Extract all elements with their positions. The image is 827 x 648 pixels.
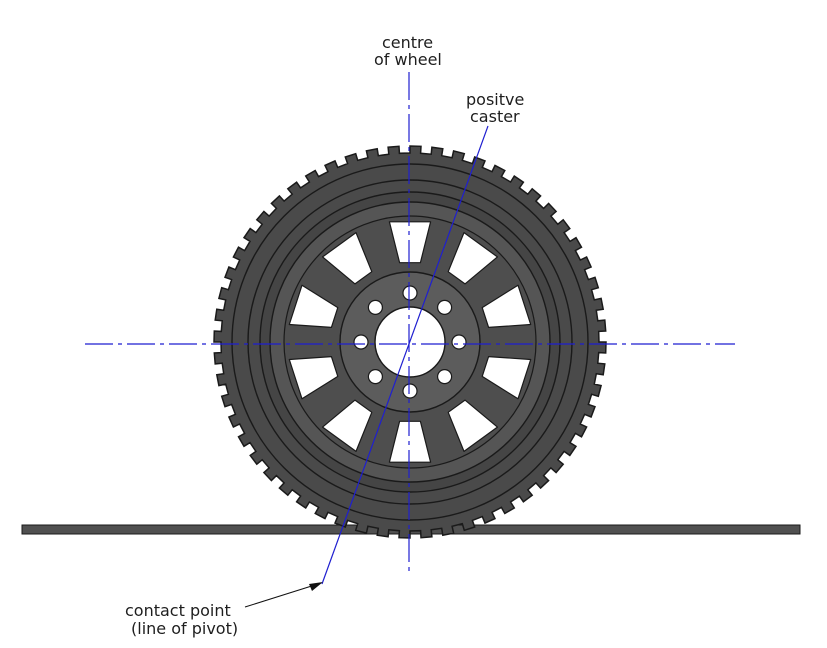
tyre-sidewall-ring-2 [247,179,573,505]
contact-point-leader [244,583,319,608]
lug-bolt-hole [367,369,383,385]
spoke-window [447,399,498,452]
rim-spoke-windows [288,221,532,463]
positive-caster-label-line2: caster [470,107,520,126]
contact-point-label-line1: contact point [125,601,231,620]
lug-bolt-hole [353,334,369,350]
centre-of-wheel-label-line2: of wheel [374,50,442,69]
spoke-window [322,399,373,452]
lug-bolt-hole [402,285,418,301]
spoke-window [322,232,373,285]
lug-bolt-hole [437,299,453,315]
positive-caster-label-line1: positve [466,90,524,109]
tyre-sidewall-ring-1 [231,163,589,521]
spoke-window [481,284,532,328]
lug-bolt-hole [437,369,453,385]
lug-bolt-hole [451,334,467,350]
spoke-window [447,232,498,285]
spoke-window [288,284,339,328]
leader-arrowhead [309,582,323,591]
lug-bolt-hole [367,299,383,315]
spoke-window [388,420,432,463]
centre-of-wheel-label-line1: centre [382,33,433,52]
lug-bolt-holes [353,285,467,399]
caster-axis-line [321,125,489,585]
spoke-window [288,356,339,400]
spoke-window [481,356,532,400]
spoke-window [388,221,432,264]
lug-bolt-hole [402,383,418,399]
contact-point-label-line2: (line of pivot) [131,619,238,638]
